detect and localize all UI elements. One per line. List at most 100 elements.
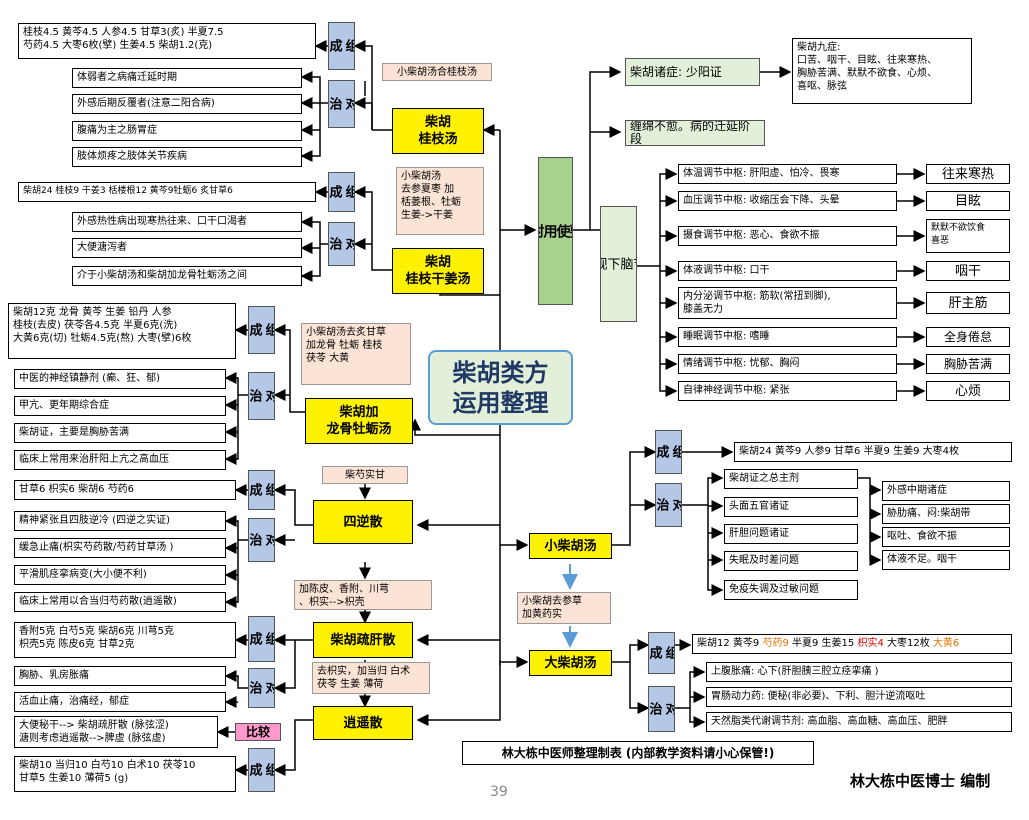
shugan-composition: 香附5克 白芍5克 柴胡6克 川芎5克 枳壳5克 陈皮6克 甘草2克 [14, 622, 236, 658]
treat-item: 免疫失调及过敏问题 [724, 580, 858, 600]
treat-item: 缓急止痛(枳实芍药散/芍药甘草汤 ) [14, 538, 226, 558]
treat-item: 大便溏泻者 [72, 238, 302, 258]
zu-cheng-label: 组 成 [248, 470, 275, 510]
main-use-label: 主 要 使 用 时 机 [538, 157, 573, 305]
dachaihu-herb: 柴胡12 黄芩9 [697, 638, 763, 649]
xiaoyao-relation: 去枳实，加当归 白术 茯苓 生姜 薄荷 [312, 662, 430, 694]
sini-relation: 柴芍实甘 [322, 466, 408, 484]
center-result: 胸胁苦满 [926, 354, 1010, 374]
xiaoyao-formula: 逍遥散 [313, 706, 413, 740]
dui-zhi-label: 对 治 [248, 518, 275, 562]
sub-item: 外感中期诸症 [882, 481, 1010, 501]
zu-cheng-label: 组 成 [248, 748, 275, 792]
treat-item: 外感热性病出现寒热往来、口干口渴者 [72, 212, 302, 232]
to-dachaihu-relation: 小柴胡去参草 加黄药实 [517, 592, 611, 624]
treat-item: 体弱者之病痛迁延时期 [72, 68, 302, 88]
sub-item: 胁肋痛、闷:柴胡带 [882, 504, 1010, 524]
sub-item: 体液不足。咽干 [882, 550, 1010, 570]
center-result: 心烦 [926, 381, 1010, 401]
zu-cheng-label: 组 成 [328, 22, 355, 70]
dachaihu-formula: 大柴胡汤 [529, 650, 612, 676]
longgu-relation: 小柴胡汤去炙甘草 加龙骨 牡蛎 桂枝 茯苓 大黄 [301, 323, 411, 385]
treat-item: 胸胁、乳房胀痛 [14, 666, 226, 686]
dachaihu-herb: 半夏9 生姜15 [788, 638, 858, 649]
treat-item: 失眠及时差问题 [724, 551, 858, 571]
treat-item: 天然脂类代谢调节剂: 高血脂、高血糖、高血压、肥胖 [706, 712, 1012, 732]
treat-item: 平滑肌痉挛病变(大小便不利) [14, 565, 226, 585]
center-item: 情绪调节中枢: 忧郁、胸闷 [678, 354, 897, 374]
longgu-formula: 柴胡加 龙骨牡蛎汤 [305, 398, 413, 444]
dui-zhi-label: 对 治 [328, 80, 355, 128]
lingering-stage: 缠绵不愈。病的迁延阶段 [625, 120, 765, 146]
treat-item: 肝胆问题诸证 [724, 524, 858, 544]
sini-formula: 四逆散 [313, 500, 413, 544]
dachaihu-herb-added: 芍药9 [762, 638, 789, 649]
shugan-relation: 加陈皮、香附、川芎 、枳实-->枳壳 [294, 580, 432, 610]
hypothalamus-label: 调 节 脑 下 视 丘 [600, 206, 637, 322]
treat-item: 介于小柴胡汤和柴胡加龙骨牡蛎汤之间 [72, 266, 302, 286]
treat-item: 活血止痛，治痛经，郁症 [14, 692, 226, 712]
treat-item: 上腹胀痛: 心下(肝胆胰三腔立痉挛痛 ) [706, 662, 1012, 682]
chaihu-guizhi-composition: 桂枝4.5 黄芩4.5 人参4.5 甘草3(炙) 半夏7.5 芍药4.5 大枣6… [18, 23, 316, 59]
treat-item: 肢体烦疼之肢体关节疾病 [72, 147, 302, 167]
center-result: 肝主筋 [926, 292, 1010, 314]
xiaochaihu-formula: 小柴胡汤 [529, 533, 612, 559]
dachaihu-herb-added: 枳实4 [857, 638, 884, 649]
dachaihu-herb: 大枣12枚 [883, 638, 933, 649]
center-item: 体温调节中枢: 肝阳虚、怕冷、畏寒 [678, 164, 897, 184]
center-result: 咽干 [926, 261, 1010, 281]
zu-cheng-label: 组 成 [248, 616, 275, 662]
treat-item: 腹痛为主之肠胃症 [72, 121, 302, 141]
center-item: 睡眠调节中枢: 嗜睡 [678, 327, 897, 347]
treat-item: 临床上常用以合当归芍药散(逍遥散) [14, 592, 226, 612]
dui-zhi-label: 对 治 [328, 222, 355, 266]
shaoyang-box: 柴胡诸症: 少阳证 [625, 58, 760, 86]
xiaoyao-compare: 大便秘干--> 柴胡疏肝散 (脉弦涩) 溏则考虑逍遥散-->脾虚 (脉弦虚) [14, 716, 218, 748]
ganjiang-relation: 小柴胡汤 去参夏枣 加 栝蒌根、牡蛎 生姜->干姜 [396, 167, 484, 235]
dui-zhi-label: 对 治 [248, 372, 275, 420]
xiaochaihu-composition: 柴胡24 黄芩9 人参9 甘草6 半夏9 生姜9 大枣4枚 [734, 442, 1012, 462]
treat-item: 甲亢、更年期综合症 [14, 396, 226, 416]
nine-symptoms: 柴胡九症: 口苦、咽干、目眩、往来寒热、 胸胁苦满、默默不欲食、心烦、 喜呕、脉… [792, 38, 972, 104]
center-result: 默默不欲饮食 喜恶 [926, 219, 1010, 253]
treat-item: 柴胡证，主要是胸胁苦满 [14, 423, 226, 443]
center-item: 内分泌调节中枢: 筋软(常扭到脚), 膝盖无力 [678, 287, 897, 319]
diagram-title: 柴胡类方 运用整理 [428, 350, 573, 425]
dachaihu-composition: 柴胡12 黄芩9 芍药9 半夏9 生姜15 枳实4 大枣12枚 大黄6 [692, 634, 1012, 654]
center-result: 全身倦怠 [926, 327, 1010, 347]
treat-item: 精神紧张且四肢逆冷 (四逆之实证) [14, 511, 226, 531]
dui-zhi-label: 对 治 [248, 668, 275, 708]
sub-item: 呕吐、食欲不振 [882, 527, 1010, 547]
author-credit: 林大栋中医博士 编制 [850, 772, 991, 790]
zu-cheng-label: 组 成 [328, 172, 355, 212]
dui-zhi-label: 对 治 [655, 483, 682, 527]
center-item: 体液调节中枢: 口干 [678, 261, 897, 281]
center-item: 摄食调节中枢: 恶心、食欲不振 [678, 226, 897, 246]
page-number: 39 [490, 784, 508, 800]
chaihu-guizhi-relation: 小柴胡汤合桂枝汤 [382, 63, 492, 81]
treat-item: 中医的神经镇静剂 (癫、狂、郁) [14, 369, 226, 389]
footer-note: 林大栋中医师整理制表 (内部教学资料请小心保管!) [462, 741, 814, 765]
longgu-composition: 柴胡12克 龙骨 黄芩 生姜 铅丹 人参 桂枝(去皮) 茯苓各4.5克 半夏6克… [8, 303, 236, 359]
ganjiang-composition: 柴胡24 桂枝9 干姜3 栝楼根12 黄芩9牡蛎6 炙甘草6 [18, 182, 316, 202]
treat-item: 胃肠动力药: 便秘(非必要)、下利、胆汁逆流呕吐 [706, 687, 1012, 707]
treat-item: 外感后期反覆者(注意二阳合病) [72, 94, 302, 114]
compare-label: 比较 [235, 723, 281, 741]
center-item: 血压调节中枢: 收缩压会下降、头晕 [678, 191, 897, 211]
zu-cheng-label: 组 成 [648, 632, 675, 674]
center-item: 自律神经调节中枢: 紧张 [678, 381, 897, 401]
treat-item: 头面五官诸证 [724, 497, 858, 517]
dachaihu-herb-added: 大黄6 [932, 638, 960, 649]
chaihu-guizhi-formula: 柴胡 桂枝汤 [392, 108, 484, 154]
treat-item: 临床上常用来治肝阳上亢之高血压 [14, 450, 226, 470]
xiaoyao-composition: 柴胡10 当归10 白芍10 白术10 茯苓10 甘草5 生姜10 薄荷5 (g… [14, 756, 236, 792]
shugan-formula: 柴胡疏肝散 [313, 622, 413, 658]
center-result: 目眩 [926, 191, 1010, 211]
treat-item: 柴胡证之总主剂 [724, 469, 858, 489]
zu-cheng-label: 组 成 [655, 430, 682, 474]
dui-zhi-label: 对 治 [648, 686, 675, 732]
center-result: 往来寒热 [926, 164, 1010, 184]
ganjiang-formula: 柴胡 桂枝干姜汤 [392, 248, 484, 294]
sini-composition: 甘草6 枳实6 柴胡6 芍药6 [14, 480, 236, 500]
